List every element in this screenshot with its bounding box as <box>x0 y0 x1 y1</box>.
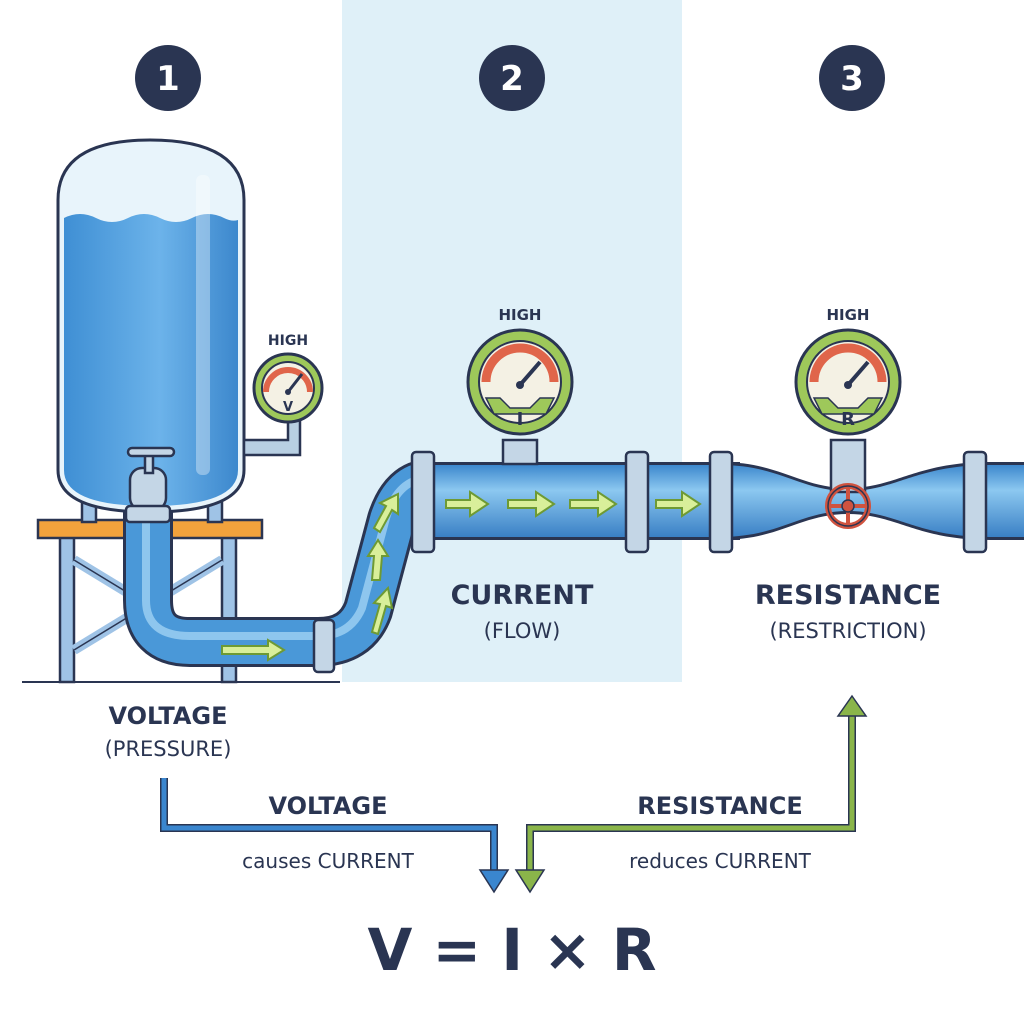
voltage-relation-word: VOLTAGE <box>268 792 387 820</box>
flow-arrow-icon <box>445 490 490 518</box>
voltage-title: VOLTAGE <box>108 702 227 730</box>
resistance-relation-effect: reduces CURRENT <box>629 849 812 873</box>
voltage-gauge: HIGH V <box>252 333 324 424</box>
voltage-arrow-head <box>478 869 510 894</box>
flow-arrow-icon <box>221 638 286 662</box>
ohms-law-formula: V = I × R <box>367 916 656 984</box>
resistance-gauge: HIGH R <box>794 306 902 494</box>
flow-arrow-icon <box>569 490 618 518</box>
resistance-subtitle: (RESTRICTION) <box>769 619 926 643</box>
flow-arrow-icon <box>372 492 399 534</box>
flow-arrows <box>221 490 702 662</box>
resistance-gauge-letter: R <box>841 409 855 430</box>
current-gauge-label: HIGH <box>498 306 541 324</box>
faucet-collar <box>124 504 172 524</box>
voltage-relation-effect: causes CURRENT <box>242 849 414 873</box>
voltage-subtitle: (PRESSURE) <box>105 737 232 761</box>
step-number-1: 1 <box>156 59 180 99</box>
resistance-arrow-up-head <box>836 694 868 717</box>
current-gauge-letter: I <box>517 409 524 430</box>
current-subtitle: (FLOW) <box>484 619 561 643</box>
restriction-pipe <box>720 462 1024 540</box>
water-tank <box>56 138 246 514</box>
supply-pipe <box>123 459 433 667</box>
supply-pipe-flange <box>312 618 336 674</box>
valve-wheel-icon <box>825 483 871 529</box>
step-badge-3: 3 <box>819 45 885 111</box>
tank-faucet <box>126 446 176 512</box>
voltage-gauge-letter: V <box>283 400 293 415</box>
resistance-title: RESISTANCE <box>755 580 941 611</box>
flow-arrow-icon <box>507 490 556 518</box>
step-badge-2: 2 <box>479 45 545 111</box>
step-number-2: 2 <box>500 59 524 99</box>
resistance-relation-word: RESISTANCE <box>637 792 803 820</box>
flow-arrow-icon <box>370 585 394 636</box>
voltage-gauge-label: HIGH <box>268 333 308 349</box>
step-badge-1: 1 <box>135 45 201 111</box>
resistance-arrow-down-head <box>514 869 546 894</box>
resistance-gauge-label: HIGH <box>826 306 869 324</box>
step-number-3: 3 <box>840 59 864 99</box>
flow-arrow-icon <box>655 490 702 518</box>
flow-arrow-icon <box>366 538 390 581</box>
current-gauge: HIGH I <box>466 306 574 466</box>
pipe-flanges <box>410 450 988 554</box>
current-title: CURRENT <box>451 580 594 611</box>
